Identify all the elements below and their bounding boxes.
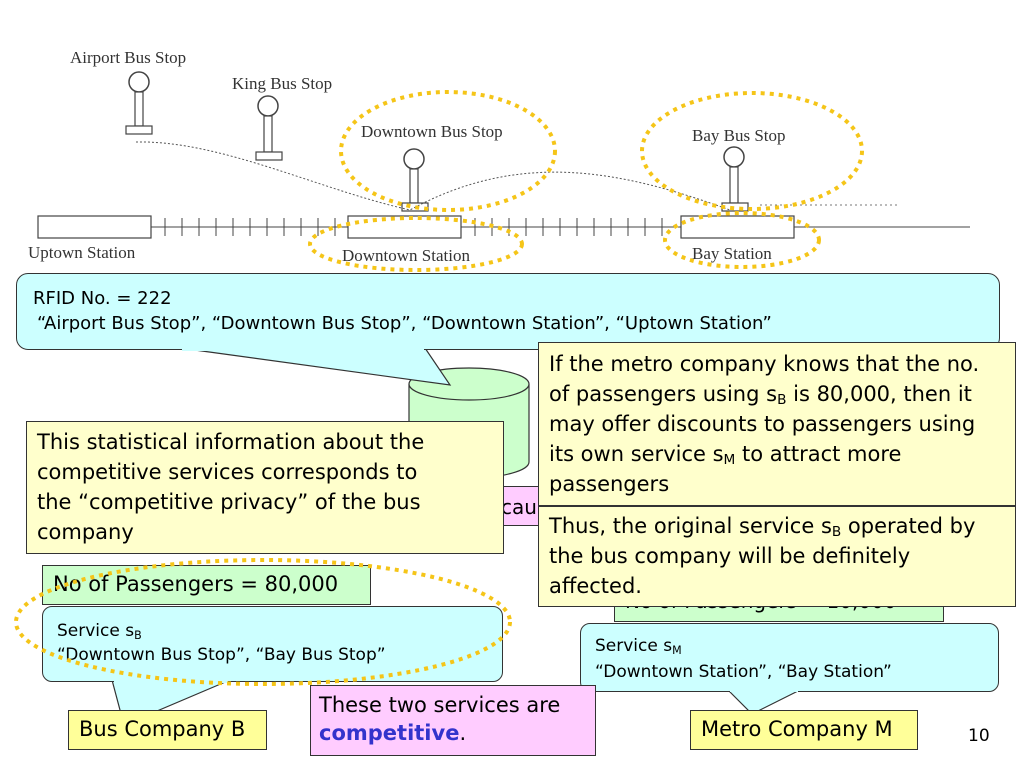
airport-bus-stop-sign-icon	[125, 71, 153, 135]
rail-ticks	[164, 218, 663, 236]
king-bus-stop-sign-icon	[255, 95, 283, 161]
service-b-name: Service sB	[57, 621, 142, 642]
service-m-stops: “Downtown Station”, “Bay Station”	[595, 662, 892, 682]
uptown-station-icon	[37, 215, 152, 239]
page-number: 10	[968, 726, 990, 746]
uptown-station-label: Uptown Station	[28, 243, 136, 262]
thus-box: Thus, the original service sB operated b…	[538, 506, 1016, 607]
airport-bus-stop-label: Airport Bus Stop	[70, 48, 187, 67]
metro-company-label: Metro Company M	[690, 710, 918, 750]
bay-station-icon	[680, 215, 795, 239]
bay-station-label: Bay Station	[692, 244, 772, 263]
downtown-station-label: Downtown Station	[342, 246, 470, 265]
bay-bus-stop-label: Bay Bus Stop	[692, 126, 786, 145]
rfid-callout: RFID No. = 222 “Airport Bus Stop”, “Down…	[16, 273, 1000, 350]
downtown-bus-stop-label: Downtown Bus Stop	[361, 122, 503, 141]
service-m-tail-join	[730, 689, 798, 692]
metro-knowledge-box: If the metro company knows that the no. …	[538, 342, 1016, 506]
bus-route-line	[135, 141, 731, 211]
service-b-tail-join	[114, 680, 228, 683]
bus-company-label: Bus Company B	[68, 710, 267, 750]
rfid-number: RFID No. = 222	[33, 288, 172, 309]
highlight-ellipses	[308, 90, 864, 272]
service-m-callout: Service sM “Downtown Station”, “Bay Stat…	[580, 623, 999, 692]
competitive-emphasis: competitive	[319, 721, 460, 745]
route-diagram	[37, 71, 970, 272]
bus-service-highlight	[14, 558, 512, 686]
rfid-tail-join	[182, 348, 424, 351]
rfid-trace: “Airport Bus Stop”, “Downtown Bus Stop”,…	[37, 313, 772, 334]
service-m-name: Service sM	[595, 636, 682, 657]
service-b-stops: “Downtown Bus Stop”, “Bay Bus Stop”	[57, 645, 386, 665]
bay-bus-stop-sign-icon	[721, 146, 749, 212]
statistical-info-box: This statistical information about the c…	[26, 421, 504, 554]
competitive-note: These two services are competitive.	[310, 685, 596, 756]
king-bus-stop-label: King Bus Stop	[232, 74, 333, 93]
